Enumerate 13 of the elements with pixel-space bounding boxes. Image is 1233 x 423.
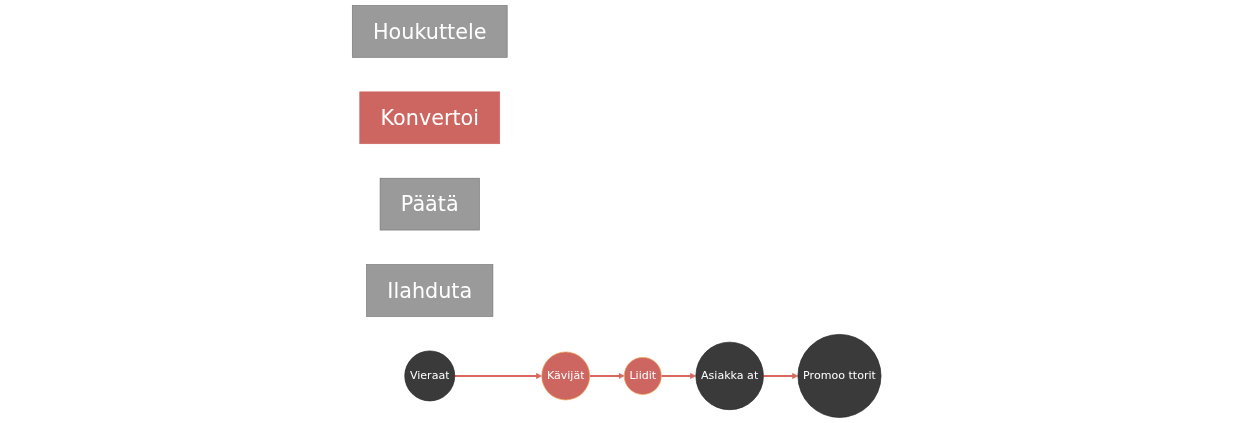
node-circle: Liidit — [623, 357, 662, 395]
arrow — [661, 372, 696, 379]
arrow — [454, 372, 542, 379]
node-box: Päätä — [379, 177, 480, 231]
node-box: Ilahduta — [366, 264, 494, 317]
node-circle: Promoo ttorit — [797, 334, 882, 418]
node-circle: Kävijät — [541, 351, 590, 401]
node-circle: Vieraat — [404, 350, 455, 402]
arrow — [589, 372, 625, 379]
node-box: Konvertoi — [359, 91, 500, 145]
arrow — [763, 372, 799, 379]
node-box: Houkuttele — [351, 5, 508, 58]
node-circle: Asiakka at — [695, 341, 764, 411]
